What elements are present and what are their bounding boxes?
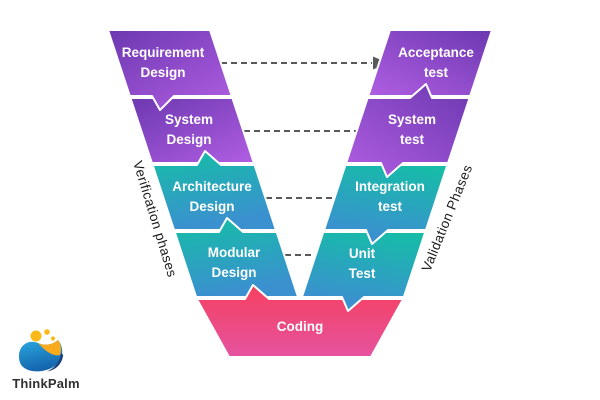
segment-system-design bbox=[129, 97, 255, 164]
segment-requirement-design bbox=[107, 29, 233, 111]
thinkpalm-logo-icon bbox=[19, 329, 64, 372]
thinkpalm-wordmark: ThinkPalm bbox=[12, 376, 80, 391]
v-segments bbox=[107, 29, 493, 358]
segment-system-test bbox=[345, 83, 471, 178]
segment-acceptance-test bbox=[367, 29, 493, 97]
segment-architecture-design bbox=[151, 150, 277, 231]
segment-integration-test bbox=[323, 164, 449, 245]
segment-modular-design bbox=[173, 217, 300, 298]
segment-unit-test bbox=[300, 231, 427, 312]
